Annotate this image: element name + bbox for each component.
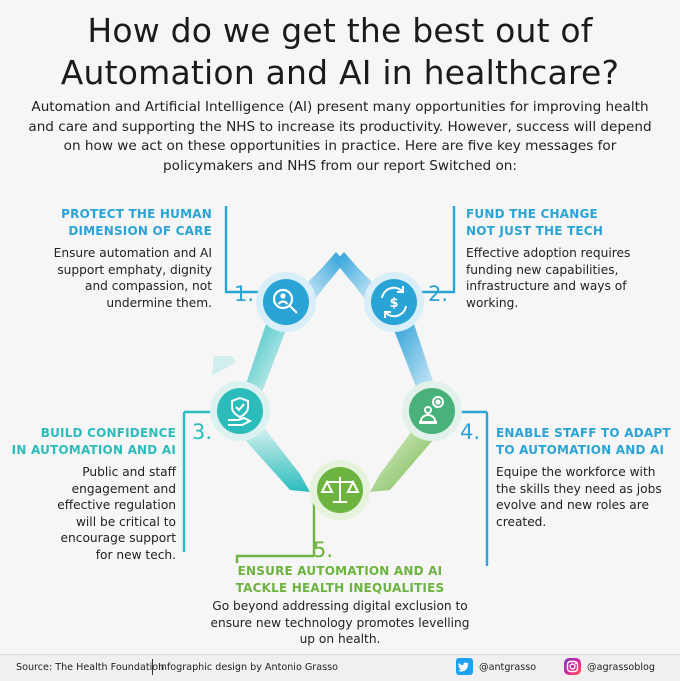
band-segment-3-5 xyxy=(238,420,310,492)
band-segment-2-4 xyxy=(394,318,440,400)
footer-design-credit: Infographic design by Antonio Grasso xyxy=(158,662,338,673)
footer-source: Source: The Health Foundation xyxy=(16,662,165,673)
message-1-number: 1. xyxy=(234,282,255,306)
message-4-heading-line-2: TO AUTOMATION AND AI xyxy=(496,443,665,457)
message-2-heading-line-2: NOT JUST THE TECH xyxy=(466,224,604,238)
message-4-heading-line-1: ENABLE STAFF TO ADAPT xyxy=(496,426,671,440)
node-3 xyxy=(210,381,270,441)
message-2-heading-line-1: FUND THE CHANGE xyxy=(466,207,598,221)
shield-hand-icon xyxy=(228,396,253,426)
message-5-heading: ENSURE AUTOMATION AND AI TACKLE HEALTH I… xyxy=(200,563,480,597)
footer-divider xyxy=(152,659,153,675)
intro-text: Automation and Artificial Intelligence (… xyxy=(28,99,652,174)
message-5-number: 5. xyxy=(313,538,334,562)
instagram-handle[interactable]: @agrassoblog xyxy=(587,662,655,673)
message-5-body: Go beyond addressing digital exclusion t… xyxy=(210,599,470,647)
band-segment-3-pentagon xyxy=(212,356,236,376)
message-4-body: Equipe the workforce with the skills the… xyxy=(496,465,662,529)
message-3-number: 3. xyxy=(192,420,213,444)
band-segment-1-3 xyxy=(240,318,286,400)
node-2: $ xyxy=(364,272,424,332)
svg-text:$: $ xyxy=(389,296,398,311)
message-4-number: 4. xyxy=(460,420,481,444)
twitter-handle[interactable]: @antgrasso xyxy=(479,662,537,673)
node-1 xyxy=(256,272,316,332)
title-line-2: Automation and AI in healthcare? xyxy=(60,53,620,92)
message-5-heading-line-1: ENSURE AUTOMATION AND AI xyxy=(237,564,443,578)
message-2-heading: FUND THE CHANGE NOT JUST THE TECH xyxy=(466,206,646,240)
message-2-body: Effective adoption requires funding new … xyxy=(466,246,631,310)
message-1-heading-line-1: PROTECT THE HUMAN xyxy=(61,207,212,221)
message-1-heading: PROTECT THE HUMAN DIMENSION OF CARE xyxy=(40,206,212,240)
message-2-number: 2. xyxy=(428,282,449,306)
message-1-heading-line-2: DIMENSION OF CARE xyxy=(68,224,212,238)
message-3-heading-line-2: IN AUTOMATION AND AI xyxy=(11,443,176,457)
message-3-body: Public and staff engagement and effectiv… xyxy=(57,465,176,562)
balance-scale-icon xyxy=(320,477,360,503)
message-3-heading: BUILD CONFIDENCE IN AUTOMATION AND AI xyxy=(10,425,176,459)
message-1-body: Ensure automation and AI support emphaty… xyxy=(53,246,212,310)
node-5 xyxy=(310,460,370,520)
dollar-cycle-icon: $ xyxy=(381,286,407,318)
node-4 xyxy=(402,381,462,441)
title-line-1: How do we get the best out of xyxy=(87,11,593,50)
footer: Source: The Health Foundation Infographi… xyxy=(0,654,680,681)
twitter-icon[interactable] xyxy=(456,658,473,675)
message-5-heading-line-2: TACKLE HEALTH INEQUALITIES xyxy=(235,581,445,595)
message-3-heading-line-1: BUILD CONFIDENCE xyxy=(40,426,176,440)
page-title: How do we get the best out of Automation… xyxy=(0,10,680,94)
instagram-icon[interactable] xyxy=(564,658,581,675)
message-4-heading: ENABLE STAFF TO ADAPT TO AUTOMATION AND … xyxy=(496,425,672,459)
worker-gear-icon xyxy=(419,396,444,424)
magnifier-person-icon xyxy=(272,288,298,314)
